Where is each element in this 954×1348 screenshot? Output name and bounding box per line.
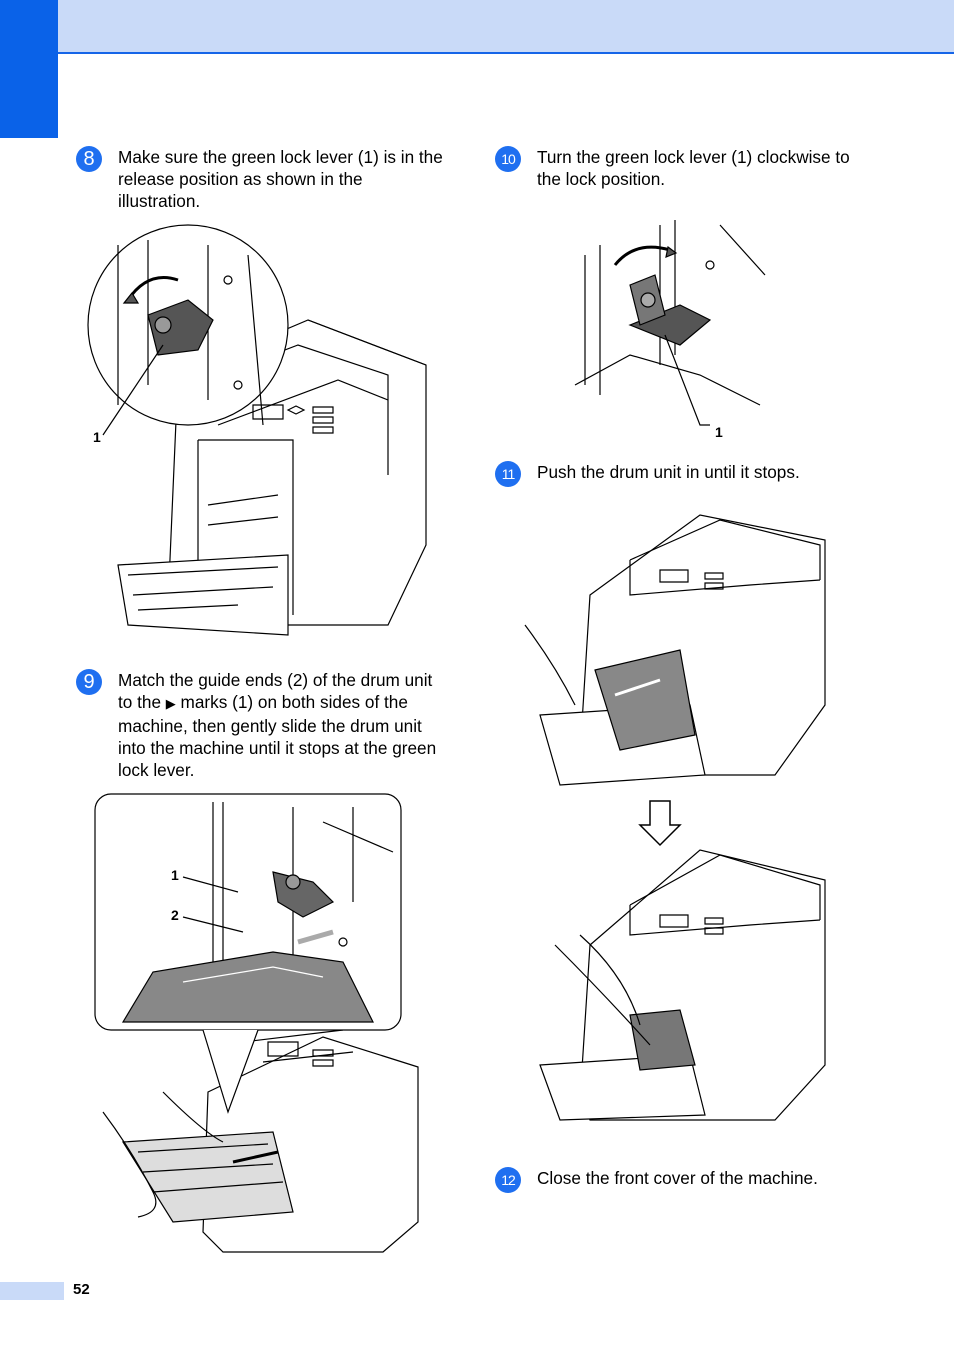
step-12: 12 Close the front cover of the machine. (495, 1167, 875, 1193)
step-11-number: 11 (495, 461, 521, 487)
step-11: 11 Push the drum unit in until it stops. (495, 461, 875, 487)
fig10-callout-1: 1 (715, 424, 723, 440)
step-12-number: 12 (495, 1167, 521, 1193)
footer-band (0, 1282, 64, 1300)
step-8: 8 Make sure the green lock lever (1) is … (76, 146, 446, 212)
fig9-callout-1: 1 (171, 867, 179, 883)
step-10-illustration: 1 (570, 205, 780, 440)
fig9-callout-2: 2 (171, 907, 179, 923)
step-11-text: Push the drum unit in until it stops. (537, 462, 800, 482)
step-8-number: 8 (76, 146, 102, 172)
step-9: 9 Match the guide ends (2) of the drum u… (76, 669, 446, 781)
page-number: 52 (73, 1281, 90, 1298)
step-8-illustration: 1 (88, 225, 433, 655)
step-11-illustration (520, 505, 830, 1125)
step-8-text: Make sure the green lock lever (1) is in… (118, 147, 443, 211)
fig8-callout-1: 1 (93, 429, 101, 445)
step-10: 10 Turn the green lock lever (1) clockwi… (495, 146, 875, 190)
step-9-text: Match the guide ends (2) of the drum uni… (118, 669, 446, 781)
chapter-tab (0, 0, 58, 138)
step-12-text: Close the front cover of the machine. (537, 1168, 818, 1188)
step-9-text-b: marks (1) on both sides of the machine, … (118, 692, 437, 780)
step-10-number: 10 (495, 146, 521, 172)
step-9-number: 9 (76, 669, 102, 695)
step-10-text: Turn the green lock lever (1) clockwise … (537, 147, 850, 189)
header-band (0, 0, 954, 54)
step-9-text-a: Match the guide ends (2) of the drum uni… (118, 670, 433, 712)
step-9-illustration: 1 2 (93, 792, 423, 1257)
triangle-marker-icon: ▶ (165, 696, 176, 711)
